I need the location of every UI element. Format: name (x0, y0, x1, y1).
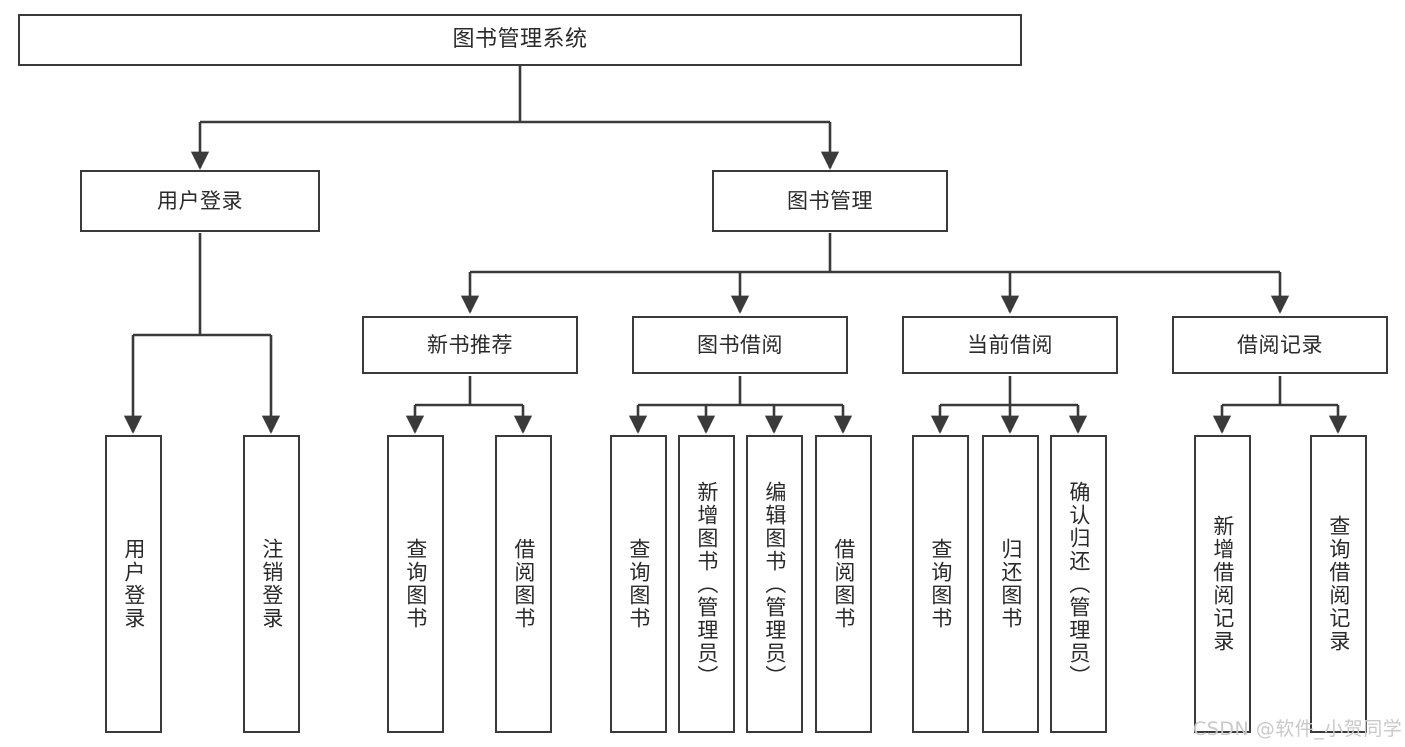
node-label: 新增借阅记录 (1210, 515, 1235, 653)
node-book-manage[interactable]: 图书管理 (712, 170, 948, 232)
node-label: 注销登录 (259, 538, 284, 630)
node-label: 新书推荐 (427, 332, 513, 357)
leaf-add-book-admin[interactable]: 新增图书（管理员） (678, 435, 735, 733)
node-label: 查询借阅记录 (1326, 515, 1351, 653)
node-label: 查询图书 (403, 538, 428, 630)
leaf-query-borrow-record[interactable]: 查询借阅记录 (1310, 435, 1367, 733)
leaf-borrow-book-recommend[interactable]: 借阅图书 (495, 435, 552, 733)
node-label: 编辑图书（管理员） (762, 480, 787, 688)
node-book-borrow[interactable]: 图书借阅 (632, 316, 848, 374)
node-user-login[interactable]: 用户登录 (80, 170, 320, 232)
node-label: 图书借阅 (697, 332, 783, 357)
leaf-logout-login[interactable]: 注销登录 (243, 435, 300, 733)
node-borrow-record[interactable]: 借阅记录 (1172, 316, 1388, 374)
node-label: 借阅记录 (1237, 332, 1323, 357)
leaf-confirm-return-admin[interactable]: 确认归还（管理员） (1050, 435, 1107, 733)
leaf-add-borrow-record[interactable]: 新增借阅记录 (1194, 435, 1251, 733)
leaf-borrow-book-borrow[interactable]: 借阅图书 (815, 435, 872, 733)
node-label: 图书管理系统 (452, 27, 588, 53)
leaf-query-book-recommend[interactable]: 查询图书 (387, 435, 444, 733)
node-label: 新增图书（管理员） (694, 480, 719, 688)
node-label: 归还图书 (998, 538, 1023, 630)
node-label: 用户登录 (157, 188, 243, 213)
node-label: 当前借阅 (967, 332, 1053, 357)
node-root-book-management-system[interactable]: 图书管理系统 (18, 14, 1022, 66)
node-label: 确认归还（管理员） (1066, 480, 1091, 688)
leaf-return-book[interactable]: 归还图书 (982, 435, 1039, 733)
leaf-edit-book-admin[interactable]: 编辑图书（管理员） (746, 435, 803, 733)
node-label: 用户登录 (121, 538, 146, 630)
node-label: 图书管理 (787, 188, 873, 213)
leaf-user-login[interactable]: 用户登录 (105, 435, 162, 733)
node-label: 借阅图书 (511, 538, 536, 630)
leaf-query-book-borrow[interactable]: 查询图书 (610, 435, 667, 733)
node-label: 查询图书 (928, 538, 953, 630)
node-new-book-recommend[interactable]: 新书推荐 (362, 316, 578, 374)
node-label: 查询图书 (626, 538, 651, 630)
node-label: 借阅图书 (831, 538, 856, 630)
node-current-borrow[interactable]: 当前借阅 (902, 316, 1118, 374)
leaf-query-book-current[interactable]: 查询图书 (912, 435, 969, 733)
